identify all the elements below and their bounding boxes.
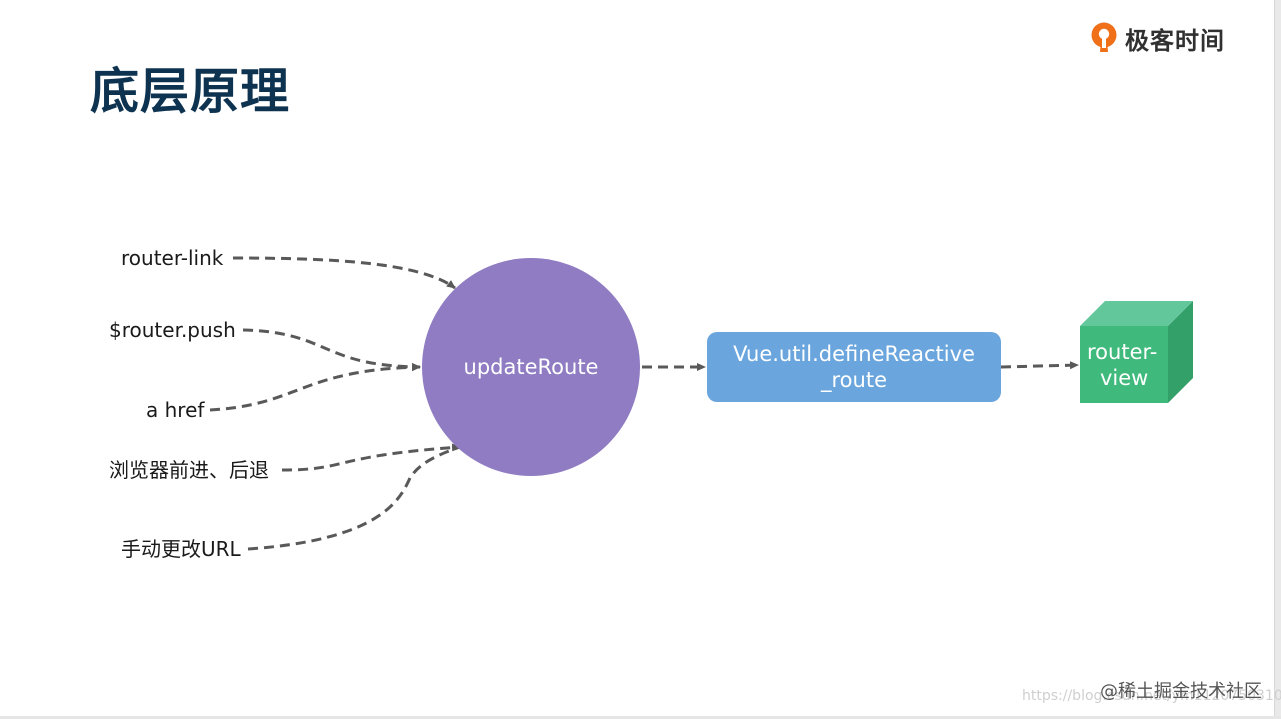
define-reactive-line2: _route [821, 368, 887, 392]
csdn-watermark: https://blog.csdn.net/ym1120750310 [1022, 688, 1281, 704]
edge-define-to-view [1000, 361, 1079, 370]
define-reactive-label: Vue.util.defineReactive _route [707, 341, 1001, 393]
define-reactive-line1: Vue.util.defineReactive [733, 342, 975, 366]
define-reactive-node [707, 332, 1001, 402]
source-a-href: a href [146, 398, 205, 422]
update-route-node [422, 258, 640, 476]
router-view-line1: router- [1087, 340, 1158, 364]
source-router-link: router-link [121, 246, 224, 270]
geektime-logo-icon [1091, 22, 1117, 52]
juejin-badge: @稀土掘金技术社区 [1100, 681, 1262, 702]
brand-name: 极客时间 [1125, 26, 1225, 55]
slide-title: 底层原理 [90, 63, 291, 120]
slide-bottom-edge [0, 716, 1281, 719]
router-view-line2: view [1100, 366, 1149, 390]
edge-a-href [209, 363, 421, 412]
edge-manual-url [247, 445, 461, 551]
brand-logo: 极客时间 [1090, 20, 1225, 56]
edge-router-push [242, 328, 421, 371]
update-route-label: updateRoute [463, 355, 599, 379]
source-router-push: $router.push [109, 318, 236, 342]
router-view-label: router- view [1080, 339, 1168, 391]
edge-router-link [232, 256, 456, 290]
router-view-cube [1080, 301, 1193, 403]
slide-right-edge [1274, 0, 1281, 719]
edge-browser-nav [281, 443, 461, 472]
source-browser-nav: 浏览器前进、后退 [109, 458, 269, 482]
source-manual-url: 手动更改URL [121, 537, 241, 561]
